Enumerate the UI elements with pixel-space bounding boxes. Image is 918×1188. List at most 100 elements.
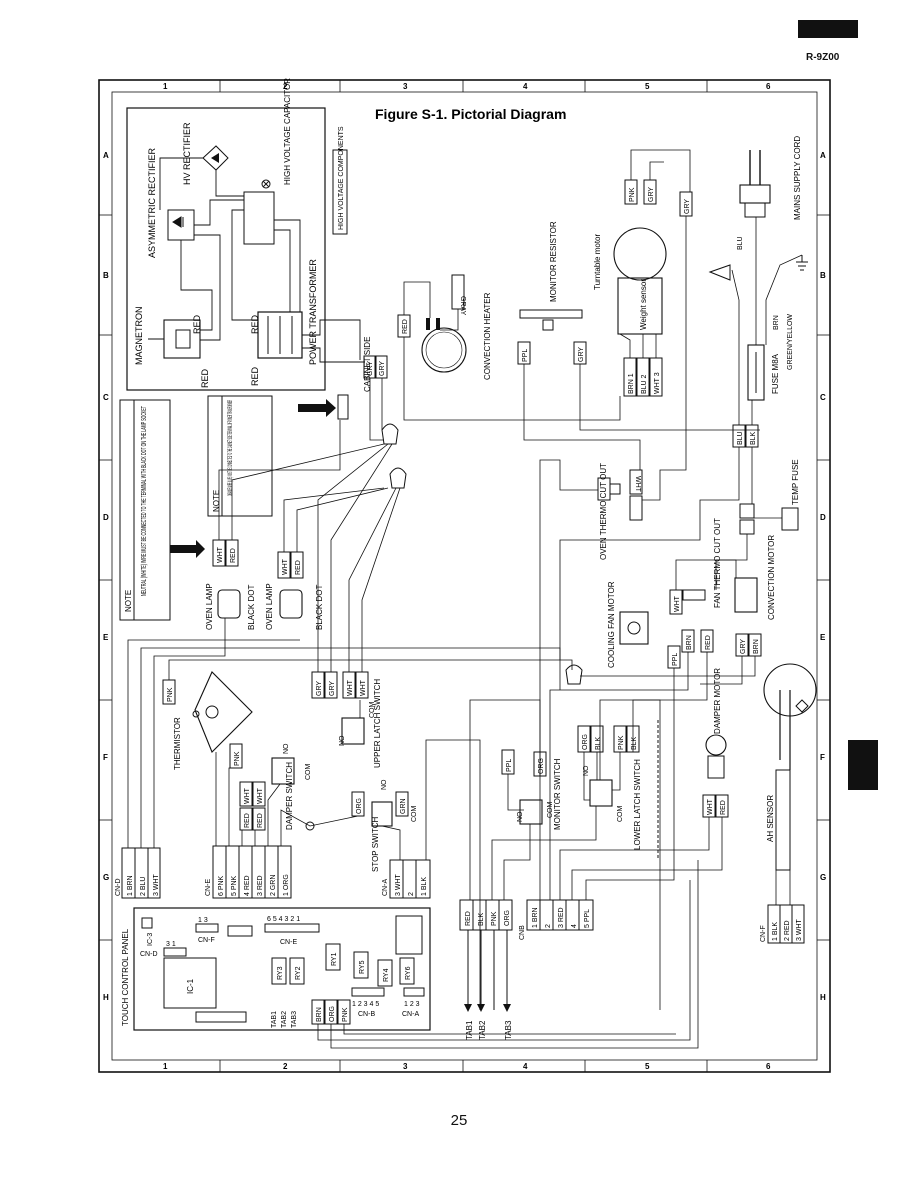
cn-b-pin-4: 4	[571, 924, 578, 928]
row-label-c-r: C	[820, 393, 826, 402]
col-label-4b: 4	[523, 1062, 528, 1071]
label-mains-supply-cord: MAINS SUPPLY CORD	[793, 136, 802, 220]
cn-e-pin-2: 2 GRN	[270, 875, 277, 896]
pcb-cn-e-label: CN-E	[280, 939, 297, 946]
pcb-cn-f-pins: 1 3	[198, 917, 208, 924]
lower-latch-switch	[589, 779, 613, 807]
wire-wht-dmp1: WHT	[244, 787, 251, 804]
row-label-b: B	[103, 271, 109, 280]
hv-rectifier-icon	[202, 145, 229, 171]
cn-d-pin-1: 1 BRN	[127, 875, 134, 896]
cn-e-pin-4: 4 RED	[244, 875, 251, 896]
label-oven-thermo-cut-out: OVEN THERMO CUT OUT	[599, 463, 608, 560]
wire-wht-lamp1: WHT	[217, 546, 224, 563]
wire-green-yellow: GREEN/YELLOW	[787, 314, 794, 370]
relay-ry6	[399, 957, 415, 985]
ic3-chip	[141, 917, 153, 929]
monitor-switch	[519, 799, 543, 825]
mains-plug	[739, 184, 771, 204]
pcb-cn-b-header	[351, 987, 385, 997]
wire-brn-conv: BRN	[753, 639, 760, 654]
connector-cn-d: 1 BRN 2 BLU 3 WHT CN-D	[115, 847, 161, 899]
wire-blk-ll2: BLK	[631, 736, 638, 750]
junction-bulb-1	[381, 423, 399, 445]
cn-e-name: CN-E	[205, 879, 212, 896]
wire-ppl-mon: PPL	[506, 759, 513, 772]
pcb-cn-a-header	[403, 987, 425, 997]
pcb-cn-f-header	[195, 923, 219, 933]
tab-wire-group: RED BLK PNK ORG	[459, 899, 513, 931]
pcb-cn-e-header	[264, 923, 320, 933]
col-label-4: 4	[523, 82, 528, 91]
gry-wire-box-2	[375, 355, 388, 379]
col-label-2b: 2	[283, 1062, 288, 1071]
cn-b-pin-5: 5 PPL	[584, 909, 591, 928]
label-oven-lamp-2: OVEN LAMP	[265, 583, 274, 630]
relay-ry1	[325, 943, 341, 971]
pcb-wire-org-label: ORG	[329, 1006, 336, 1022]
label-monitor-resistor: MONITOR RESISTOR	[549, 221, 558, 302]
wire-org-stop: ORG	[356, 798, 363, 814]
fan-thermo-cut-out	[682, 589, 706, 601]
label-com-damper: COM	[305, 764, 312, 781]
label-ry1: RY1	[331, 952, 338, 966]
pcb-cn-b-label: CN-B	[358, 1011, 375, 1018]
relay-ry2	[289, 957, 305, 985]
diagram-inner-frame	[111, 91, 818, 1061]
wire-org-ll: ORG	[582, 734, 589, 750]
note2-text: ORANGE WIRE (LIVE) MUST BE CONNECTED TO …	[227, 400, 234, 496]
row-label-c: C	[103, 393, 109, 402]
wire-ppl-1: PPL	[522, 349, 529, 362]
wire-gry-2: GRY	[379, 361, 386, 376]
label-no-mon: NO	[517, 811, 524, 822]
wire-gry-4: GRY	[648, 187, 655, 202]
pcb-wire-brn-label: BRN	[316, 1007, 323, 1022]
cn-f-pin-2: 2 RED	[784, 920, 791, 941]
cn-d-name: CN-D	[115, 879, 122, 897]
capacitor-terminal-icon	[261, 179, 271, 189]
pcb-cn-a-label: CN-A	[402, 1011, 419, 1018]
label-ry6: RY6	[405, 966, 412, 980]
label-ah-sensor: AH SENSOR	[766, 795, 775, 842]
tab2-label: TAB2	[478, 1020, 487, 1040]
arrow-cabinet-side	[298, 399, 336, 417]
wire-wht-fan: WHT	[674, 595, 681, 612]
label-fan-thermo-cut-out: FAN THERMO CUT OUT	[713, 518, 722, 608]
label-turntable-motor: Turntable motor	[593, 233, 602, 290]
pcb-bottom-strip	[195, 1011, 247, 1023]
wire-ppl-fan: PPL	[672, 653, 679, 666]
label-damper-motor: DAMPER MOTOR	[713, 668, 722, 734]
wire-org-mon: ORG	[538, 758, 545, 774]
blu-vertical-box	[629, 495, 643, 521]
label-ic3: IC-3	[147, 933, 154, 946]
wire-wht-damper: WHT	[707, 798, 714, 815]
cn-d-pin-3: 3 WHT	[153, 874, 160, 897]
grn-wire-box-stop	[395, 791, 409, 817]
label-ry4: RY4	[383, 968, 390, 982]
label-magnetron: MAGNETRON	[134, 307, 144, 366]
row-label-d-r: D	[820, 513, 826, 522]
upper-latch-switch	[341, 717, 365, 745]
arrow-note-1	[170, 540, 205, 558]
section-tab	[848, 740, 878, 790]
blk-vertical-box	[739, 503, 755, 519]
pcb-cn-d-header	[163, 947, 187, 957]
note1-text: NEUTRAL (WHITE) WIRE MUST BE CONNECTED T…	[139, 406, 148, 596]
row-label-e: E	[103, 633, 109, 642]
label-monitor-switch: MONITOR SWITCH	[553, 758, 562, 830]
red-vertical-box	[739, 519, 755, 535]
label-temp-fuse: TEMP FUSE	[791, 459, 800, 505]
wire-red-damper: RED	[720, 800, 727, 815]
wire-wht-dmp2: WHT	[257, 787, 264, 804]
note-box-2	[207, 395, 273, 517]
cn-b-pin-1: 1 BRN	[532, 907, 539, 928]
cn-b-pin-3: 3 RED	[558, 907, 565, 928]
row-label-h: H	[103, 993, 109, 1002]
wire-red-dmp1: RED	[244, 813, 251, 828]
turntable-motor	[613, 227, 667, 281]
wire-gray-vertical: GRAY	[459, 296, 466, 316]
label-stop-switch: STOP SWITCH	[371, 817, 380, 872]
wire-pnk-therm: PNK	[167, 687, 174, 702]
turntable-pin-3: WHT 3	[654, 372, 661, 394]
turntable-block: BRN 1 BLU 2 WHT 3	[623, 357, 663, 397]
